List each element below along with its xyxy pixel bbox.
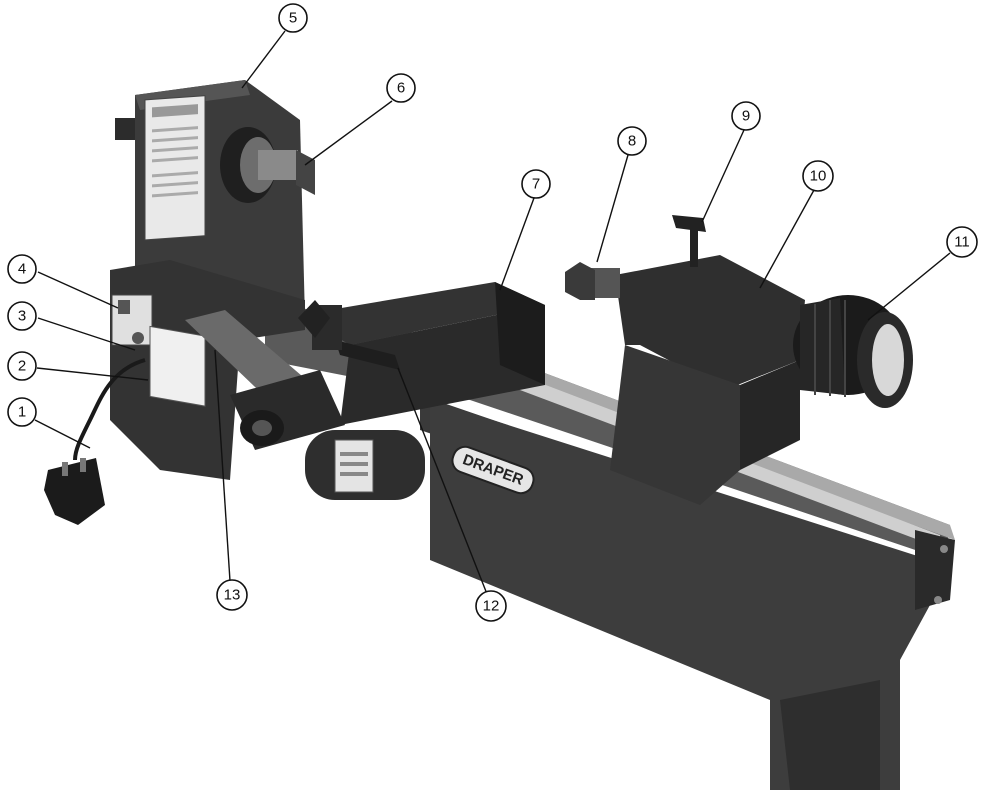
- callout-5: 5: [278, 3, 308, 33]
- callout-3: 3: [7, 301, 37, 331]
- svg-text:7: 7: [532, 176, 540, 193]
- svg-text:12: 12: [483, 598, 500, 615]
- callout-13: 13: [216, 579, 248, 611]
- svg-text:13: 13: [224, 587, 241, 604]
- callout-2: 2: [7, 351, 37, 381]
- headstock: [115, 80, 315, 320]
- callout-8: 8: [617, 126, 647, 156]
- lathe-right-leg: [430, 400, 955, 790]
- callout-4: 4: [7, 254, 37, 284]
- svg-text:10: 10: [810, 168, 827, 185]
- svg-text:3: 3: [18, 308, 26, 325]
- svg-text:8: 8: [628, 133, 636, 150]
- svg-text:6: 6: [397, 80, 405, 97]
- tailstock: [565, 215, 913, 505]
- speed-knob-icon: [132, 332, 144, 344]
- callout-1: 1: [7, 397, 37, 427]
- tool-rest-banjo: [185, 310, 345, 450]
- callout-6: 6: [386, 73, 416, 103]
- lathe-illustration: DRAPER: [44, 80, 955, 790]
- svg-text:2: 2: [18, 358, 26, 375]
- callout-7: 7: [521, 169, 551, 199]
- svg-text:4: 4: [18, 261, 26, 278]
- callout-11: 11: [946, 226, 978, 258]
- svg-text:9: 9: [742, 108, 750, 125]
- motor: [305, 430, 425, 500]
- switch-icon: [118, 300, 130, 314]
- leader-lines: [34, 30, 951, 595]
- callout-10: 10: [802, 160, 834, 192]
- svg-text:5: 5: [289, 10, 297, 27]
- svg-text:1: 1: [18, 404, 26, 421]
- power-cable-and-plug: [44, 358, 146, 525]
- headstock-base: [110, 260, 305, 480]
- svg-text:11: 11: [954, 234, 970, 251]
- callout-12: 12: [475, 590, 507, 622]
- callout-9: 9: [731, 101, 761, 131]
- callout-markers: 1 2 3 4 5 6 7 8: [7, 3, 978, 622]
- tool-rest: [298, 282, 545, 425]
